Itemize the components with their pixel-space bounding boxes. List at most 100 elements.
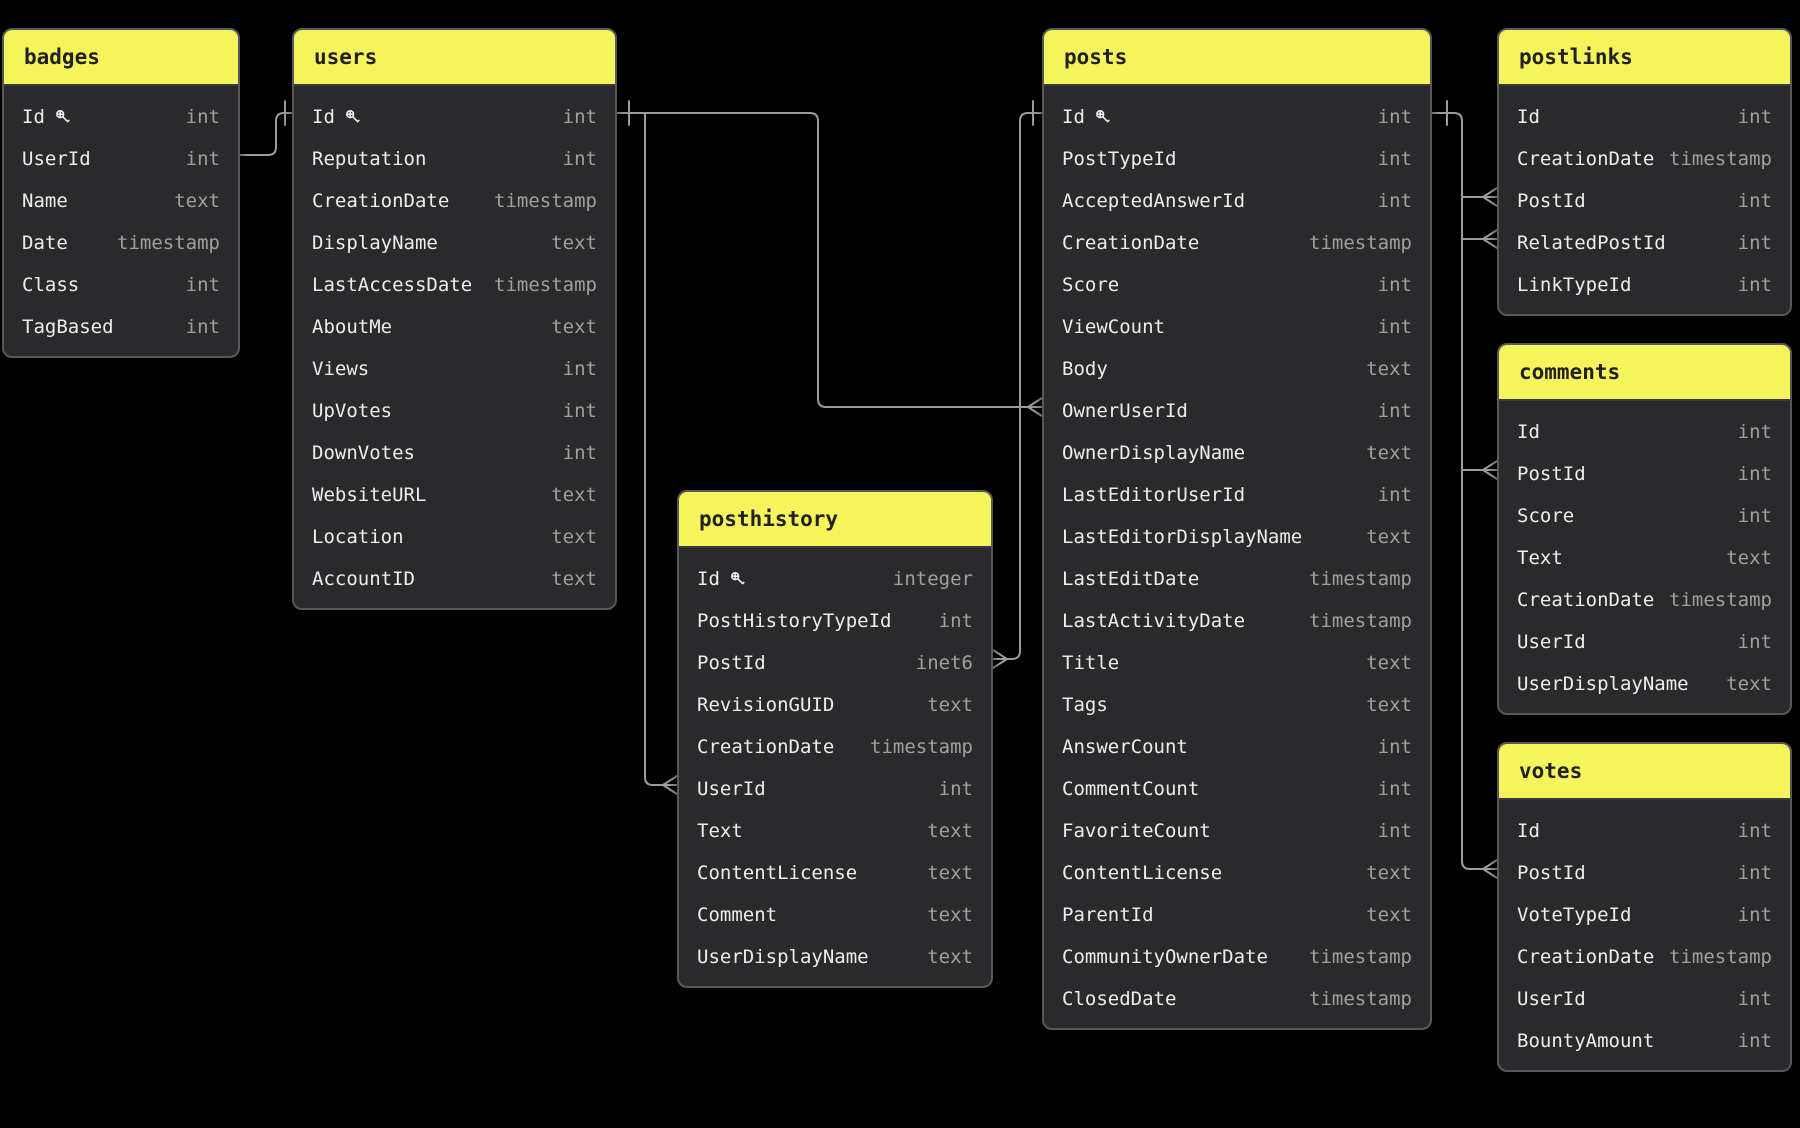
field-type: int: [562, 400, 597, 422]
field-type: timestamp: [1309, 946, 1412, 968]
field-name: CreationDate: [312, 190, 450, 212]
field-name: AccountID: [312, 568, 415, 590]
table-badges-header[interactable]: badges: [4, 30, 238, 86]
table-comments-header[interactable]: comments: [1499, 345, 1790, 401]
field-name: Name: [22, 190, 68, 212]
table-posts-header[interactable]: posts: [1044, 30, 1430, 86]
field-type: int: [562, 358, 597, 380]
field-name: LinkTypeId: [1517, 274, 1632, 296]
field-name: ContentLicense: [1062, 862, 1223, 884]
field-name: CommunityOwnerDate: [1062, 946, 1268, 968]
field-name: Id: [1517, 421, 1540, 443]
table-votes-header[interactable]: votes: [1499, 744, 1790, 800]
table-users-header[interactable]: users: [294, 30, 615, 86]
table-row[interactable]: CommunityOwnerDate timestamp: [1044, 936, 1430, 978]
field-name: ViewCount: [1062, 316, 1165, 338]
field-type: int: [1737, 274, 1772, 296]
table-posthistory-header[interactable]: posthistory: [679, 492, 991, 548]
field-name: LastEditorUserId: [1062, 484, 1246, 506]
table-row[interactable]: LinkTypeId int: [1499, 264, 1790, 306]
field-name: BountyAmount: [1517, 1030, 1655, 1052]
field-type: int: [1377, 148, 1412, 170]
relation-users-posthistory: [644, 112, 678, 795]
table-postlinks-header[interactable]: postlinks: [1499, 30, 1790, 86]
field-type: int: [1377, 190, 1412, 212]
